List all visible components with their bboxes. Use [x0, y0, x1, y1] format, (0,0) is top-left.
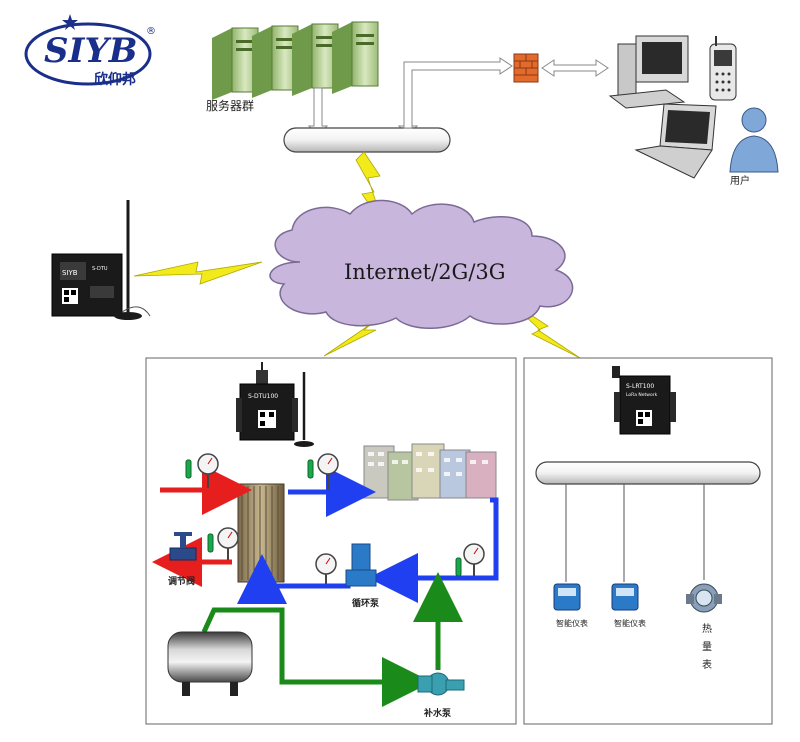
- router-sub: LoRa Network: [626, 392, 658, 398]
- makeup-pump: 补水泵: [417, 672, 465, 719]
- logo-registered: ®: [146, 26, 156, 37]
- regulating-valve: 调节阀: [168, 532, 197, 587]
- server-cluster: 服务器群: [206, 21, 379, 113]
- left-dtu-model: S-DTU: [92, 266, 108, 272]
- valve-label: 调节阀: [168, 575, 195, 587]
- pressure-gauge-icon: [315, 553, 337, 584]
- left-dtu-brand: SIYB: [62, 269, 78, 277]
- makeup-pump-label: 补水泵: [423, 707, 452, 719]
- pressure-gauge-icon: [197, 453, 219, 488]
- smart-meter-1: 智能仪表: [553, 583, 588, 628]
- smart-meter-1-label: 智能仪表: [556, 618, 588, 628]
- star-icon: [62, 14, 78, 30]
- left-dtu-device: SIYB S-DTU: [51, 200, 151, 320]
- meter-bus: [535, 461, 761, 485]
- firewall-icon: [513, 53, 539, 83]
- laptop-icon: [634, 103, 717, 179]
- pressure-gauge-icon: [217, 527, 239, 560]
- lightning-icon: [133, 261, 263, 285]
- center-dtu-device: S-DTU100: [236, 362, 314, 447]
- thermometer-icon: [307, 459, 314, 479]
- thermometer-icon: [455, 557, 462, 577]
- router-model: S-LRT100: [626, 383, 654, 390]
- pressure-gauge-icon: [463, 543, 485, 576]
- smart-meter-2: 智能仪表: [611, 583, 646, 628]
- makeup-water-pipes: [201, 572, 463, 707]
- user-icon: 用户: [729, 107, 779, 187]
- thermometer-icon: [185, 459, 192, 479]
- logo-text: SIYB: [44, 31, 137, 71]
- brand-logo: SIYB 欣仰邦 ®: [24, 14, 156, 88]
- right-router-device: S-LRT100 LoRa Network: [612, 366, 676, 435]
- meter-drop-lines: [565, 484, 705, 582]
- thermometer-icon: [207, 533, 214, 553]
- plate-heat-exchanger: [237, 483, 285, 583]
- firewall-pc-arrow: [541, 59, 609, 77]
- water-tank: [167, 631, 253, 696]
- pressure-gauges: [197, 453, 485, 584]
- logo-chinese: 欣仰邦: [94, 71, 136, 88]
- hot-water-pipes: [152, 465, 252, 587]
- internet-cloud: Internet/2G/3G: [269, 199, 574, 329]
- server-icon: [332, 21, 379, 94]
- server-icon: [212, 27, 259, 100]
- mobile-phone-icon: [709, 36, 737, 101]
- thermometers: [185, 459, 462, 577]
- circulation-pump-label: 循环泵: [352, 597, 380, 609]
- smart-meter-2-label: 智能仪表: [614, 618, 646, 628]
- center-dtu-model: S-DTU100: [248, 393, 278, 400]
- heat-meter: 热 量 表: [686, 583, 722, 671]
- heat-meter-label-2: 量: [702, 641, 712, 653]
- server-icon: [292, 23, 339, 96]
- pressure-gauge-icon: [317, 453, 339, 490]
- server-icon: [252, 25, 299, 98]
- residential-buildings: [363, 443, 497, 501]
- top-network-bus: [283, 127, 451, 153]
- heat-meter-label-3: 表: [702, 658, 712, 671]
- server-cluster-label: 服务器群: [206, 98, 254, 113]
- user-label: 用户: [730, 174, 750, 187]
- desktop-computer-icon: [608, 35, 689, 109]
- cloud-label: Internet/2G/3G: [344, 260, 506, 284]
- heat-meter-label-1: 热: [702, 622, 712, 635]
- circulation-pump: 循环泵: [345, 543, 380, 609]
- pipe-to-firewall-arrow: [403, 57, 513, 129]
